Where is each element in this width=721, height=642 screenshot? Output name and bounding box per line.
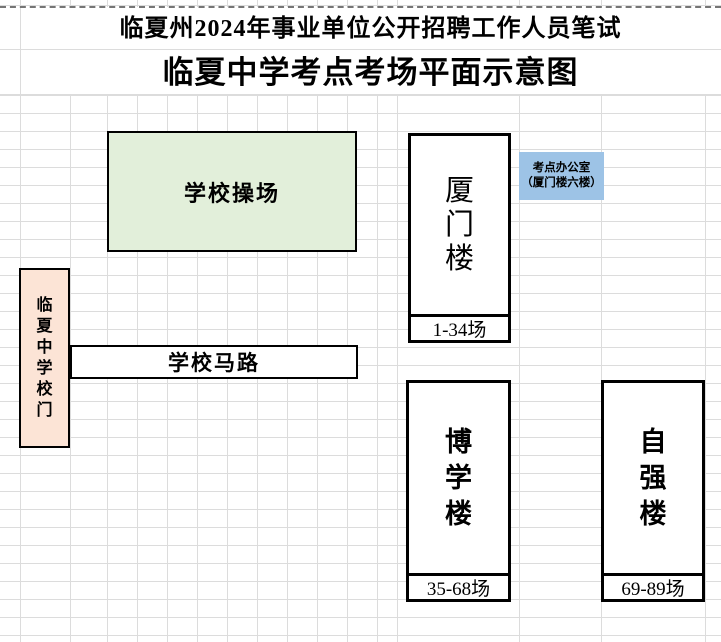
- xiamen-building-name: 厦 门 楼: [444, 175, 474, 275]
- office-callout-box[interactable]: 考点办公室 （厦门楼六楼）: [519, 152, 604, 200]
- boxue-building-name: 博 学 楼: [445, 427, 472, 529]
- playground-label: 学校操场: [183, 180, 280, 206]
- boxue-rooms-label: 35-68场: [409, 573, 508, 600]
- page-break-dashed-line: [0, 6, 721, 8]
- ziqiang-building-box[interactable]: 自 强 楼 69-89场: [601, 380, 705, 602]
- page-subtitle: 临夏中学考点考场平面示意图: [162, 55, 579, 90]
- page-title: 临夏州2024年事业单位公开招聘工作人员笔试: [119, 16, 622, 42]
- xiamen-rooms-label: 1-34场: [411, 314, 508, 341]
- playground-box[interactable]: 学校操场: [107, 131, 357, 252]
- title-row-divider: [0, 7, 721, 50]
- school-gate-box[interactable]: 临 夏 中 学 校 门: [19, 268, 70, 448]
- xiamen-building-box[interactable]: 厦 门 楼 1-34场: [408, 133, 511, 343]
- school-gate-name: 临 夏 中 学 校 门: [36, 297, 53, 419]
- ziqiang-rooms-label: 69-89场: [604, 573, 702, 600]
- title-area: [0, 7, 721, 95]
- ziqiang-building-name: 自 强 楼: [639, 427, 667, 529]
- boxue-building-box[interactable]: 博 学 楼 35-68场: [406, 380, 511, 602]
- school-road-label: 学校马路: [168, 352, 260, 375]
- school-road-box[interactable]: 学校马路: [70, 345, 358, 379]
- column-gridline: [20, 7, 21, 95]
- office-callout-text: 考点办公室 （厦门楼六楼）: [521, 162, 602, 189]
